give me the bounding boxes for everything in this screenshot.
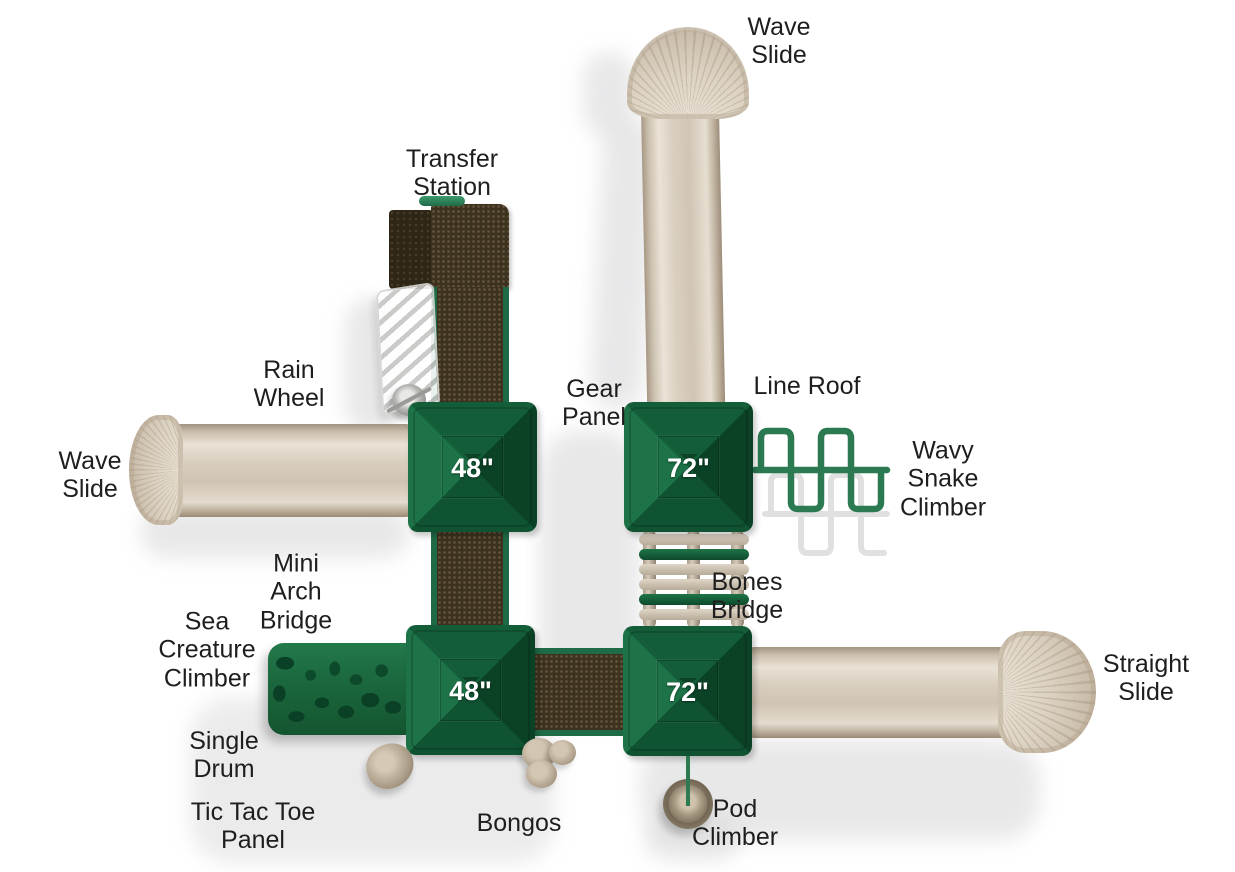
transfer-station-handrail — [419, 196, 465, 206]
bones-bridge — [637, 530, 751, 628]
deck-size-label: 72" — [667, 453, 710, 484]
transfer-station-annex-panel — [389, 210, 433, 289]
bones-bridge-slat — [639, 594, 749, 605]
label-transfer-station: Transfer Station — [405, 144, 499, 201]
bongo-drum — [549, 740, 576, 765]
label-sea-creature-climber: Sea Creature Climber — [158, 607, 256, 693]
transfer-station-platform — [431, 204, 509, 289]
deck-size-label: 48" — [449, 676, 492, 707]
bones-bridge-slat — [639, 549, 749, 560]
deck-48-bottom: 48" — [406, 625, 535, 755]
straight-slide-exit — [998, 631, 1096, 753]
label-bones-bridge: Bones Bridge — [710, 567, 784, 624]
label-mini-arch-bridge: Mini Arch Bridge — [259, 549, 333, 635]
label-bongos: Bongos — [476, 808, 562, 837]
label-gear-panel: Gear Panel — [562, 374, 626, 431]
bones-bridge-slat — [639, 534, 749, 545]
straight-slide-body — [750, 647, 1008, 738]
deck-48-top: 48" — [408, 402, 537, 532]
pod-climber-stem — [686, 756, 690, 806]
label-tic-tac-toe-panel: Tic Tac Toe Panel — [190, 797, 316, 854]
label-rain-wheel: Rain Wheel — [253, 355, 325, 412]
wave-slide-top-exit — [627, 27, 749, 119]
wave-slide-top-body — [640, 95, 726, 411]
label-single-drum: Single Drum — [189, 726, 259, 783]
wave-slide-left-exit — [129, 415, 183, 525]
transfer-station-ramp — [431, 287, 509, 407]
bones-bridge-slat — [639, 579, 749, 590]
sea-creature-climber — [268, 643, 410, 735]
label-wave-slide-top: Wave Slide — [747, 12, 811, 69]
deck-size-label: 72" — [666, 677, 709, 708]
bongo-drum — [526, 760, 557, 788]
label-wavy-snake-climber: Wavy Snake Climber — [899, 436, 987, 522]
label-line-roof: Line Roof — [753, 371, 861, 400]
wavy-snake-climber — [751, 427, 891, 556]
deck-72-bottom: 72" — [623, 626, 752, 756]
deck-connector-bridge — [534, 648, 624, 736]
deck-72-top: 72" — [624, 402, 753, 532]
wavy-snake-climber-shadow — [762, 472, 890, 556]
deck-size-label: 48" — [451, 453, 494, 484]
bones-bridge-slat — [639, 609, 749, 620]
shadow-top-flare — [583, 52, 635, 137]
label-wave-slide-left: Wave Slide — [58, 446, 122, 503]
label-pod-climber: Pod Climber — [691, 794, 779, 851]
mini-arch-bridge — [431, 530, 509, 627]
wave-slide-left-body — [158, 424, 410, 517]
bones-bridge-slat — [639, 564, 749, 575]
label-straight-slide: Straight Slide — [1102, 649, 1190, 706]
